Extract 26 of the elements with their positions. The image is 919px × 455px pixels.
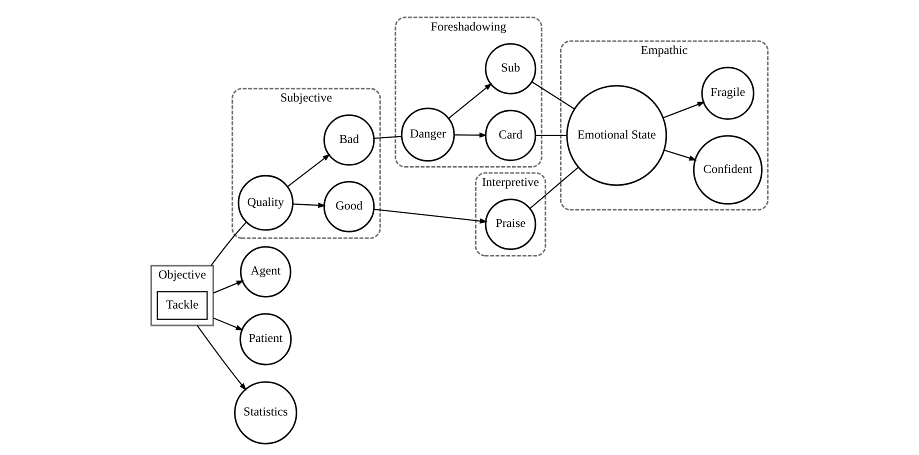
node-circle: Good [323,181,375,232]
node-circle: Praise [484,198,536,250]
node-circle: Quality [238,174,294,231]
arrow [454,132,488,138]
connector [530,166,579,209]
arrow [448,83,492,119]
arrow [292,202,326,208]
arrow [213,317,244,330]
connector [536,134,567,136]
arrow [663,102,706,118]
node-circle: Agent [240,246,292,298]
arrow [196,325,246,391]
node-box: Tackle [156,291,208,320]
node-circle: Patient [240,313,292,366]
node-circle: Fragile [701,66,754,120]
connector [210,222,247,266]
node-circle: Emotional State [566,84,668,186]
arrow [287,154,330,188]
node-circle: Confident [693,135,763,205]
connector [532,81,575,110]
arrow [664,150,697,161]
node-circle: Card [484,110,536,162]
connector [374,136,402,139]
arrow [374,208,488,224]
arrow [213,280,244,294]
node-circle: Danger [400,108,455,162]
